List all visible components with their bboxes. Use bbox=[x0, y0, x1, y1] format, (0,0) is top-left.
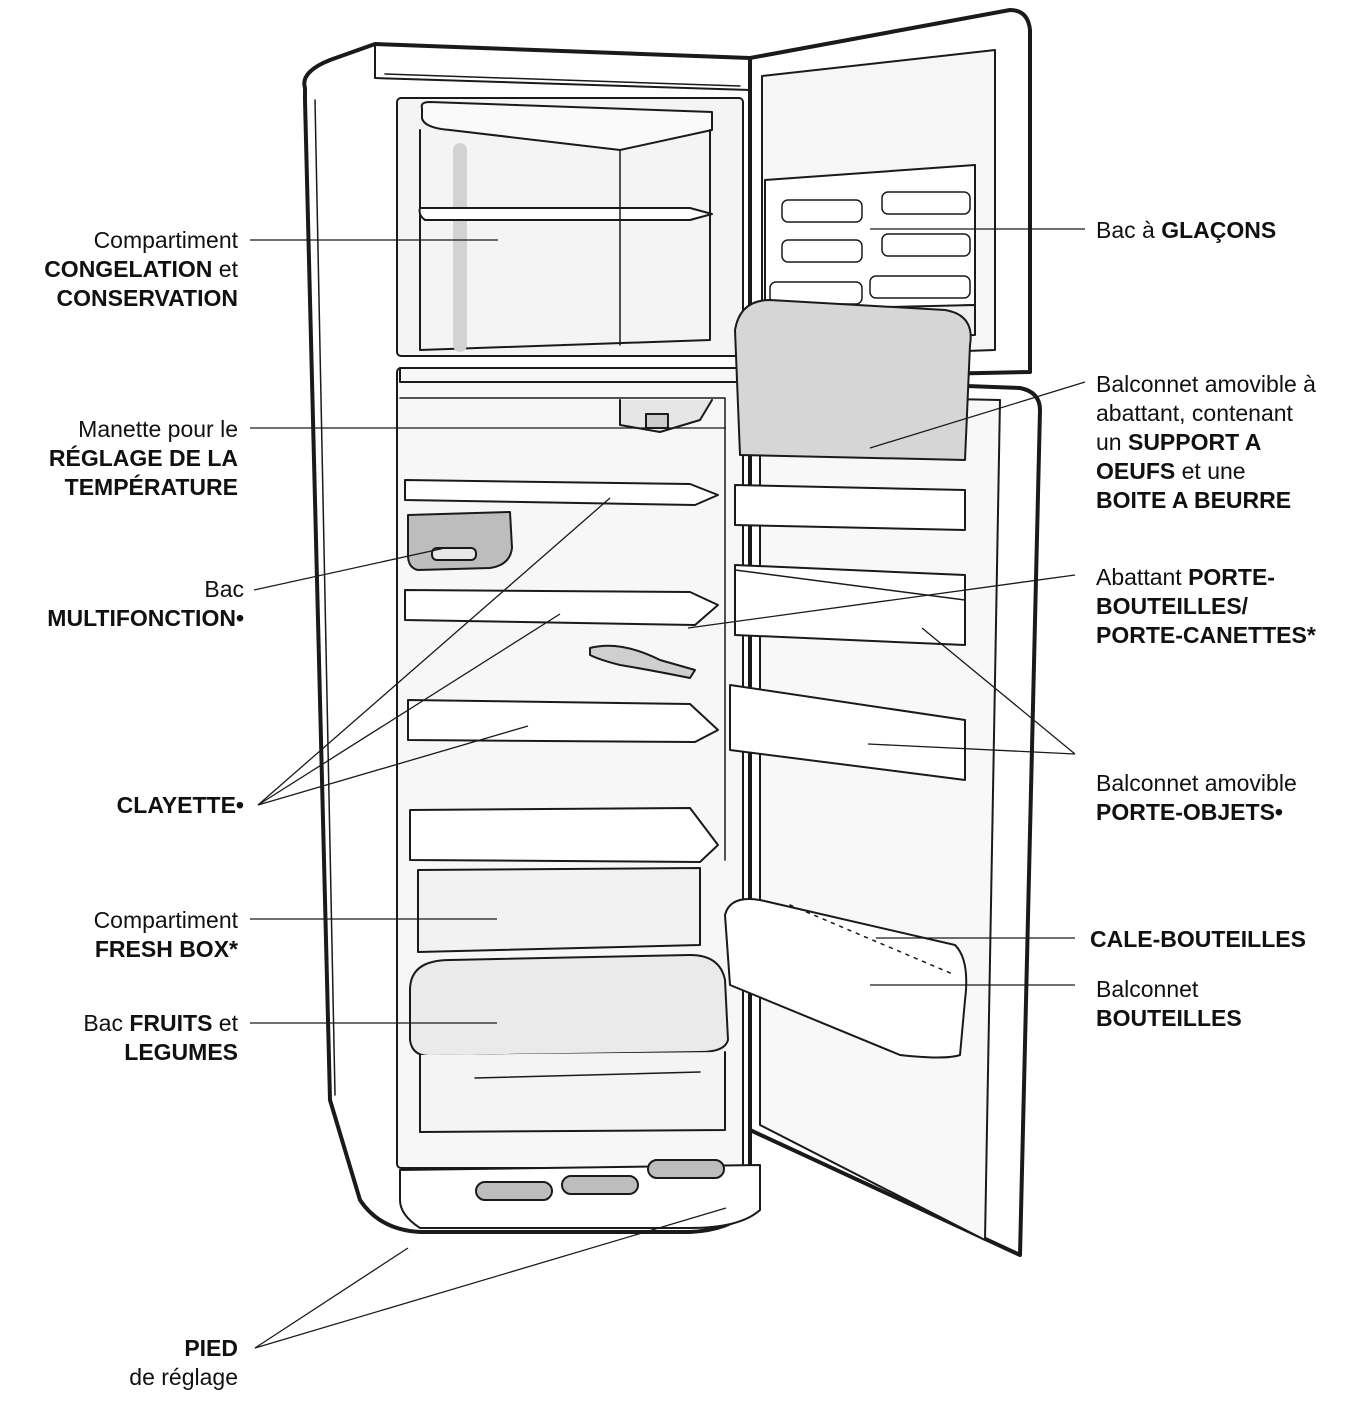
label-shelf: CLAYETTE• bbox=[116, 792, 244, 818]
label-egg-butter-balcony: Balconnet amovible à abattant, contenant… bbox=[1096, 371, 1316, 513]
fresh-box bbox=[417, 867, 701, 953]
label-door-shelf: Balconnet amovible PORTE-OBJETS• bbox=[1096, 770, 1297, 825]
label-bottle-balcony: Balconnet BOUTEILLES bbox=[1096, 976, 1242, 1031]
leader-lines bbox=[250, 228, 1086, 1349]
label-crisper: Bac FRUITS et LEGUMES bbox=[83, 1010, 238, 1065]
freezer-compartment bbox=[396, 97, 744, 357]
fridge-compartment bbox=[396, 367, 761, 1229]
door-shelf-balcony bbox=[729, 684, 966, 781]
label-thermostat: Manette pour le RÉGLAGE DE LA TEMPÉRATUR… bbox=[48, 416, 238, 500]
bottle-balcony bbox=[724, 898, 968, 1059]
label-bottle-flap: Abattant PORTE- BOUTEILLES/ PORTE-CANETT… bbox=[1096, 564, 1316, 648]
bottle-flap-balcony bbox=[734, 564, 966, 646]
label-ice-tray: Bac à GLAÇONS bbox=[1096, 217, 1277, 243]
glass-shelf-1 bbox=[404, 479, 719, 506]
label-multi-box: Bac MULTIFONCTION• bbox=[47, 576, 244, 631]
vent-grille-1 bbox=[475, 1181, 553, 1201]
label-freezer-compartment: Compartiment CONGELATION et CONSERVATION bbox=[44, 227, 238, 311]
label-bottle-stop: CALE-BOUTEILLES bbox=[1090, 926, 1306, 952]
egg-butter-balcony bbox=[734, 299, 972, 461]
freezer-door bbox=[748, 8, 1032, 380]
label-foot: PIED de réglage bbox=[129, 1335, 238, 1390]
vent-grille-2 bbox=[561, 1175, 639, 1195]
glass-shelf-3 bbox=[407, 699, 719, 743]
glass-shelf-4 bbox=[409, 807, 719, 863]
glass-shelf-2 bbox=[404, 589, 719, 626]
fridge-door bbox=[724, 299, 1042, 1257]
label-fresh-box: Compartiment FRESH BOX* bbox=[93, 907, 238, 962]
crisper-drawer bbox=[409, 954, 729, 1057]
multi-purpose-box bbox=[407, 511, 513, 571]
vent-grille-3 bbox=[647, 1159, 725, 1179]
